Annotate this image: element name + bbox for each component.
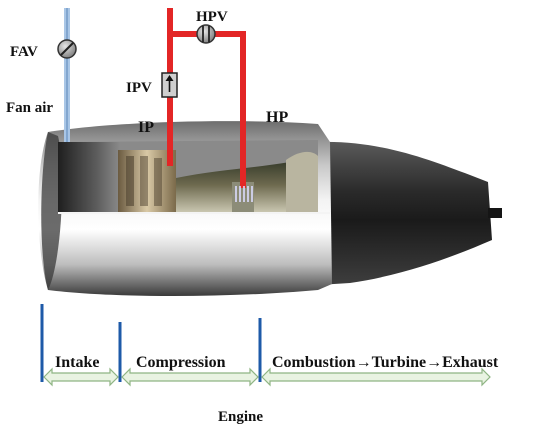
stage-compression-arrow xyxy=(121,367,259,387)
exhaust-cone xyxy=(488,208,502,218)
fan-air-label: Fan air xyxy=(6,100,53,116)
engine-caption: Engine xyxy=(218,409,263,425)
hpv-label: HPV xyxy=(196,9,228,25)
intake-interior xyxy=(58,142,120,214)
fav-label: FAV xyxy=(10,44,38,60)
stage-intake-arrow xyxy=(43,367,119,387)
ip-compressor-blade xyxy=(126,156,134,206)
ip-compressor-blade xyxy=(140,156,148,206)
turbine-stage xyxy=(286,151,318,212)
stage-intake-label: Intake xyxy=(55,354,99,371)
hp-bleed-ports xyxy=(235,186,253,202)
stage-compression-label: Compression xyxy=(136,354,226,371)
hp-label: HP xyxy=(266,109,288,126)
ip-compressor-blade xyxy=(154,158,162,206)
engine-body xyxy=(38,121,502,296)
hp-bleed-pipe xyxy=(205,31,246,188)
ipv-label: IPV xyxy=(126,80,152,96)
fav-valve[interactable] xyxy=(57,39,77,59)
intake-lip xyxy=(41,132,63,290)
exhaust-nozzle xyxy=(318,141,492,285)
hp-bleed-line xyxy=(205,31,253,202)
stage-combustion-chain-label: Combustion→Turbine→Exhaust xyxy=(272,354,499,371)
stage-dividers xyxy=(40,304,262,382)
ipv-valve[interactable] xyxy=(161,72,178,98)
ip-label: IP xyxy=(138,119,154,136)
hpv-valve[interactable] xyxy=(196,24,216,44)
stage-combustion-arrow xyxy=(261,367,491,387)
